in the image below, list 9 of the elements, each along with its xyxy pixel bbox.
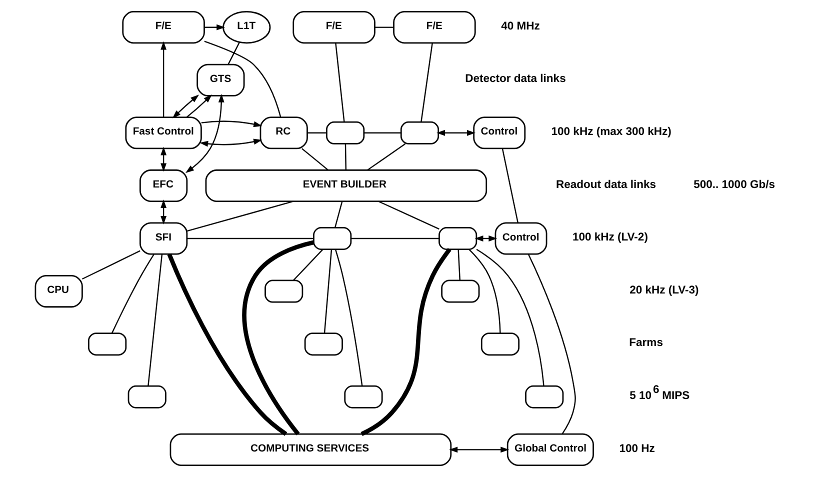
label: 20 kHz (LV-3)	[630, 284, 699, 296]
label: 500.. 1000 Gb/s	[694, 178, 775, 191]
label: Detector data links	[465, 73, 566, 86]
label: Farms	[629, 337, 663, 350]
label: 100 Hz	[619, 442, 655, 455]
label: 100 kHz (LV-2)	[572, 232, 648, 244]
label: Readout data links	[556, 178, 656, 191]
label: 40 MHz	[501, 20, 540, 32]
label: 100 kHz (max 300 kHz)	[551, 126, 672, 138]
